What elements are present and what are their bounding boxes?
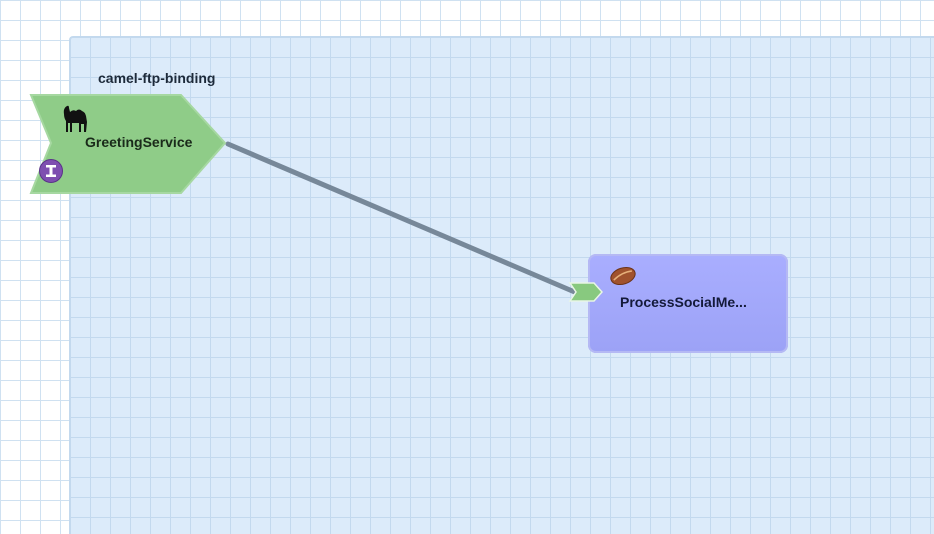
camel-icon — [63, 105, 87, 132]
service-name: GreetingService — [85, 134, 193, 150]
binding-label: camel-ftp-binding — [98, 70, 216, 86]
component-name: ProcessSocialMe... — [620, 294, 747, 310]
bean-icon — [610, 266, 636, 286]
interface-icon[interactable] — [38, 158, 64, 184]
component-service-port[interactable] — [568, 280, 604, 304]
